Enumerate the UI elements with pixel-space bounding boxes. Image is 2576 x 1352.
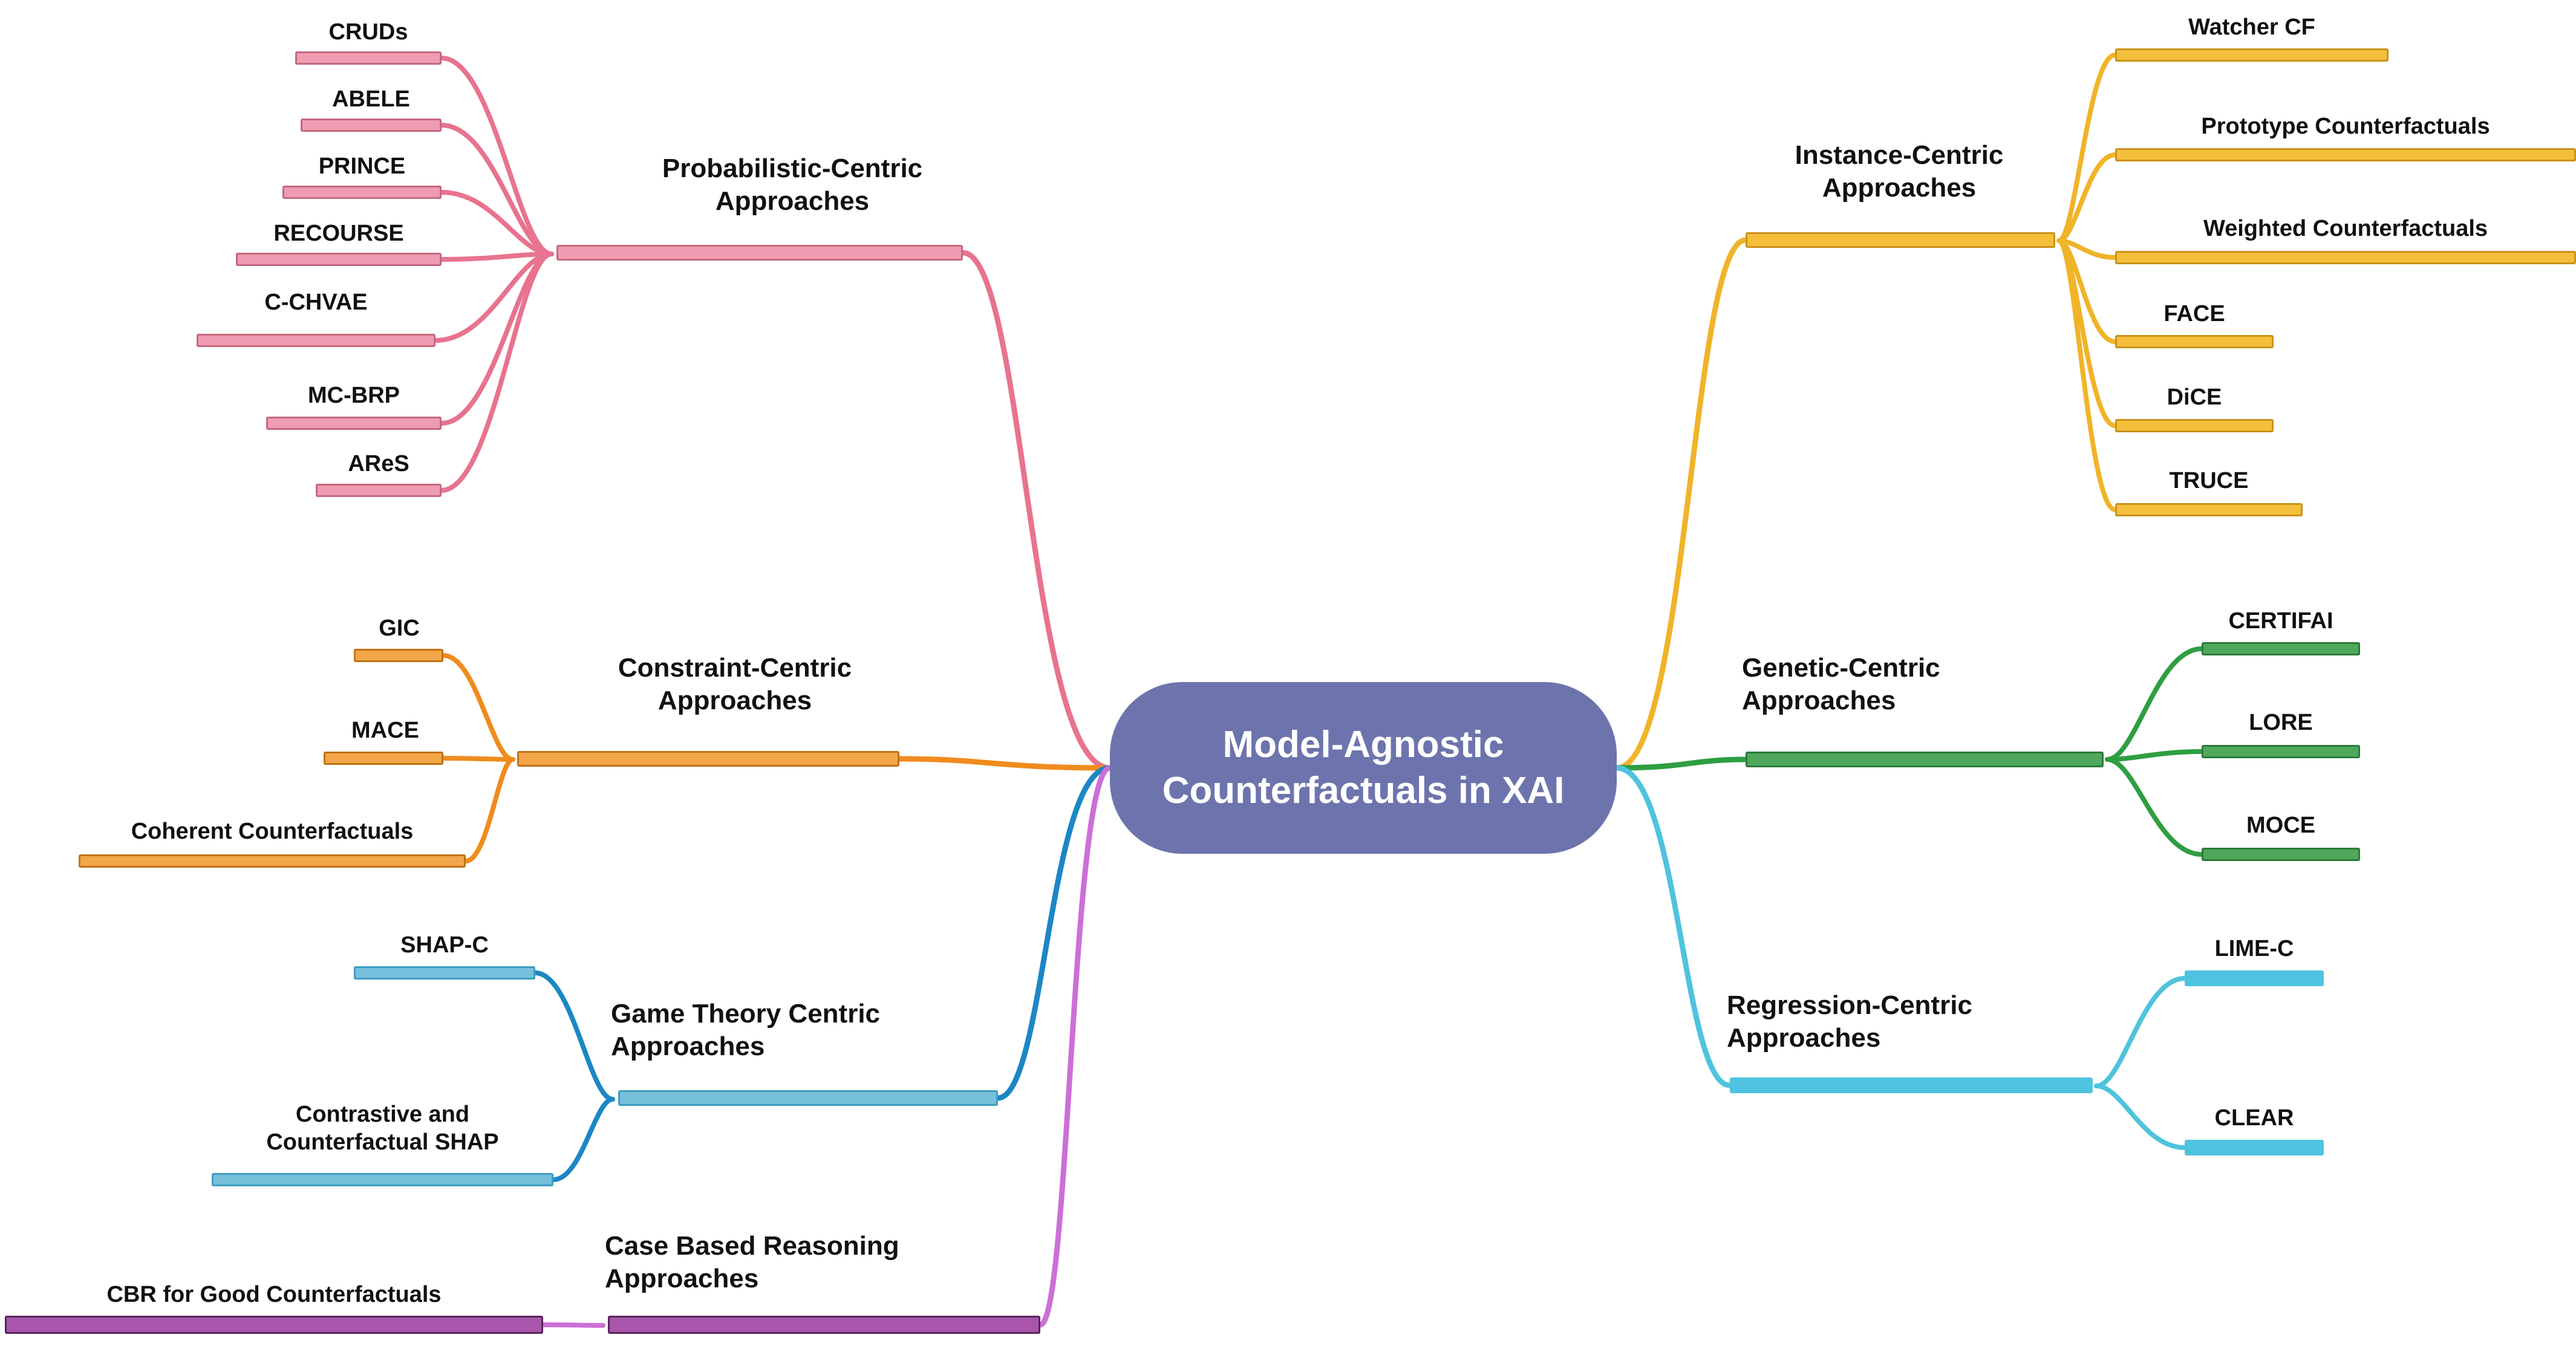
- connector-path: [896, 756, 1113, 771]
- leaf-label-constraint-centric-0: GIC: [379, 616, 420, 641]
- leaf-label-regression-centric-1: CLEAR: [2214, 1105, 2294, 1131]
- leaf-label-instance-centric-3: FACE: [2164, 301, 2225, 327]
- connector-path: [439, 56, 554, 256]
- leaf-bar-probabilistic-centric-5[interactable]: [266, 417, 442, 430]
- connector-path: [2105, 646, 2204, 762]
- connector-path: [441, 653, 515, 762]
- leaf-bar-probabilistic-centric-0[interactable]: [295, 51, 442, 65]
- leaf-label-probabilistic-centric-4: C-CHVAE: [264, 290, 368, 315]
- leaf-label-regression-centric-0: LIME-C: [2214, 936, 2294, 961]
- leaf-bar-instance-centric-3[interactable]: [2115, 335, 2274, 348]
- connector-path: [995, 765, 1113, 1101]
- branch-bar-game-theory-centric[interactable]: [618, 1090, 998, 1106]
- leaf-label-instance-centric-2: Weighted Counterfactuals: [2203, 216, 2488, 241]
- connector-path: [463, 757, 515, 863]
- branch-label-probabilistic-centric: Probabilistic-Centric Approaches: [662, 154, 923, 216]
- leaf-bar-constraint-centric-1[interactable]: [324, 752, 443, 765]
- branch-label-game-theory-centric: Game Theory Centric Approaches: [611, 999, 881, 1061]
- connector-path: [533, 970, 615, 1102]
- leaf-label-genetic-centric-2: MOCE: [2246, 813, 2315, 838]
- connector-path: [439, 252, 554, 262]
- connector-path: [2056, 53, 2118, 243]
- leaf-bar-probabilistic-centric-3[interactable]: [236, 253, 442, 266]
- connector-path: [1614, 237, 1749, 771]
- branch-bar-probabilistic-centric[interactable]: [556, 245, 963, 261]
- leaf-label-game-theory-centric-1: Contrastive and Counterfactual SHAP: [266, 1102, 499, 1155]
- leaf-label-instance-centric-5: TRUCE: [2169, 468, 2249, 493]
- leaf-label-genetic-centric-1: LORE: [2249, 710, 2313, 735]
- connector-path: [1614, 765, 1733, 1088]
- leaf-bar-game-theory-centric-0[interactable]: [354, 966, 535, 980]
- leaf-bar-instance-centric-4[interactable]: [2115, 419, 2274, 432]
- leaf-label-probabilistic-centric-0: CRUDs: [328, 19, 408, 45]
- leaf-label-instance-centric-4: DiCE: [2167, 385, 2222, 410]
- connector-path: [960, 250, 1113, 771]
- branch-label-instance-centric: Instance-Centric Approaches: [1795, 140, 2004, 203]
- branch-label-case-based-reasoning: Case Based Reasoning Approaches: [605, 1231, 899, 1293]
- connector-path: [441, 756, 515, 762]
- leaf-label-instance-centric-1: Prototype Counterfactuals: [2201, 114, 2490, 139]
- leaf-bar-genetic-centric-1[interactable]: [2202, 745, 2360, 758]
- branch-bar-genetic-centric[interactable]: [1746, 752, 2104, 767]
- connector-path: [1037, 765, 1113, 1328]
- connector-path: [2105, 749, 2204, 762]
- root-node-label: Model-Agnostic Counterfactuals in XAI: [1162, 724, 1565, 811]
- leaf-bar-probabilistic-centric-1[interactable]: [301, 119, 442, 132]
- leaf-bar-genetic-centric-2[interactable]: [2202, 848, 2360, 861]
- root-node[interactable]: Model-Agnostic Counterfactuals in XAI: [1110, 682, 1617, 854]
- connector-path: [439, 190, 554, 256]
- connector-path: [2105, 757, 2204, 857]
- leaf-label-genetic-centric-0: CERTIFAI: [2228, 608, 2333, 634]
- connector-path: [439, 123, 554, 256]
- connector-path: [2056, 152, 2118, 243]
- connector-path: [1614, 756, 1749, 771]
- branch-bar-instance-centric[interactable]: [1746, 232, 2055, 248]
- leaf-label-probabilistic-centric-3: RECOURSE: [273, 221, 404, 246]
- connector-path: [2056, 238, 2118, 512]
- branch-label-genetic-centric: Genetic-Centric Approaches: [1742, 653, 1940, 715]
- leaf-bar-game-theory-centric-1[interactable]: [212, 1173, 553, 1186]
- leaf-bar-regression-centric-0[interactable]: [2185, 970, 2324, 986]
- branch-label-constraint-centric: Constraint-Centric Approaches: [618, 653, 852, 715]
- connector-path: [439, 252, 554, 493]
- leaf-label-probabilistic-centric-5: MC-BRP: [308, 383, 400, 408]
- leaf-label-probabilistic-centric-1: ABELE: [332, 86, 410, 112]
- leaf-bar-genetic-centric-0[interactable]: [2202, 642, 2360, 655]
- connector-path: [551, 1097, 615, 1182]
- connector-path: [433, 252, 554, 343]
- leaf-label-probabilistic-centric-6: AReS: [348, 451, 409, 476]
- leaf-bar-probabilistic-centric-4[interactable]: [197, 334, 435, 347]
- connector-path: [2094, 976, 2187, 1088]
- branch-label-regression-centric: Regression-Centric Approaches: [1727, 990, 1972, 1053]
- branch-bar-case-based-reasoning[interactable]: [608, 1316, 1040, 1334]
- leaf-label-game-theory-centric-0: SHAP-C: [400, 932, 489, 958]
- leaf-label-probabilistic-centric-2: PRINCE: [318, 154, 406, 179]
- leaf-bar-instance-centric-1[interactable]: [2115, 148, 2576, 161]
- leaf-label-constraint-centric-2: Coherent Counterfactuals: [131, 819, 414, 844]
- branch-bar-constraint-centric[interactable]: [517, 751, 899, 767]
- leaf-bar-probabilistic-centric-6[interactable]: [316, 484, 442, 497]
- leaf-bar-probabilistic-centric-2[interactable]: [282, 186, 442, 199]
- leaf-bar-constraint-centric-2[interactable]: [79, 854, 466, 868]
- leaf-bar-constraint-centric-0[interactable]: [354, 649, 443, 662]
- leaf-label-case-based-reasoning-0: CBR for Good Counterfactuals: [106, 1282, 442, 1307]
- leaf-bar-regression-centric-1[interactable]: [2185, 1140, 2324, 1155]
- leaf-bar-instance-centric-5[interactable]: [2115, 503, 2303, 516]
- leaf-bar-instance-centric-0[interactable]: [2115, 48, 2389, 62]
- branch-bar-regression-centric[interactable]: [1730, 1077, 2093, 1093]
- connector-path: [2094, 1084, 2187, 1150]
- leaf-label-instance-centric-0: Watcher CF: [2188, 15, 2315, 40]
- leaf-bar-instance-centric-2[interactable]: [2115, 251, 2576, 264]
- leaf-bar-case-based-reasoning-0[interactable]: [5, 1316, 543, 1334]
- leaf-label-constraint-centric-1: MACE: [351, 718, 419, 743]
